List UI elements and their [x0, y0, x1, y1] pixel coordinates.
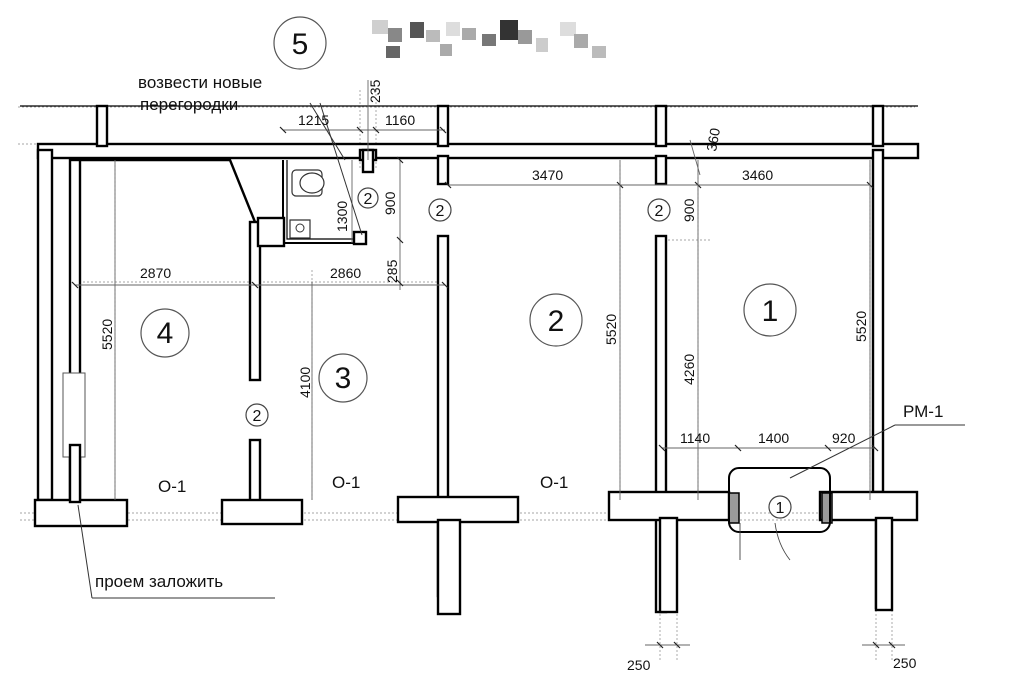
annotations: возвести новые перегородки проем заложит…	[95, 73, 943, 591]
sheet-number: 5	[292, 28, 309, 61]
new-partitions-note-line2: перегородки	[140, 95, 238, 114]
dim-5520-left: 5520	[99, 319, 115, 350]
dim-360: 360	[703, 127, 723, 153]
dim-1160: 1160	[385, 112, 415, 128]
room-2-circle	[529, 293, 583, 347]
window-label: О-1	[332, 473, 360, 492]
room-3-circle	[318, 353, 368, 403]
sheet-number-circle	[273, 16, 327, 70]
dim-1215: 1215	[298, 112, 329, 128]
dim-3470: 3470	[532, 167, 563, 183]
dim-4100: 4100	[297, 367, 313, 398]
dim-900-right: 900	[681, 198, 697, 222]
dimension-labels: 1215 235 1160 360 3470 3460 900 1300 900…	[99, 79, 917, 673]
sink-icon	[289, 219, 311, 239]
callout-leaders	[77, 102, 965, 599]
new-partitions-note-line1: возвести новые	[138, 73, 262, 92]
dim-250-right: 250	[893, 655, 917, 671]
room-1-circle	[743, 283, 797, 337]
partition-tag: 2	[364, 191, 373, 208]
dim-1400: 1400	[758, 430, 789, 446]
dim-2860: 2860	[330, 265, 361, 281]
room-4-circle	[140, 308, 190, 358]
fixtures	[289, 169, 325, 239]
room-2-number: 2	[548, 305, 565, 338]
window-labels: О-1 О-1 О-1	[158, 473, 568, 496]
window-label: О-1	[158, 477, 186, 496]
dim-920: 920	[832, 430, 856, 446]
dim-5520-right: 5520	[853, 311, 869, 342]
toilet-icon	[299, 172, 325, 194]
partition-tags: 2 2 2 2 1	[245, 187, 792, 519]
room-markers: 4 3 2 1 5	[140, 16, 797, 403]
window-label: О-1	[540, 473, 568, 492]
door-rm1-outline	[728, 467, 831, 533]
dim-4260: 4260	[681, 354, 697, 385]
brick-up-opening-note: проем заложить	[95, 572, 223, 591]
dim-235: 235	[367, 79, 383, 103]
dimension-lines	[71, 80, 905, 649]
room-4-number: 4	[157, 317, 174, 350]
room-1-number: 1	[762, 295, 779, 328]
dim-900-left: 900	[382, 191, 398, 215]
dim-3460: 3460	[742, 167, 773, 183]
dim-285: 285	[384, 259, 400, 283]
dim-2870: 2870	[140, 265, 171, 281]
dim-1300: 1300	[334, 201, 350, 232]
room-3-number: 3	[335, 362, 352, 395]
partition-tag: 2	[436, 203, 445, 220]
door-jamb-right	[821, 492, 833, 524]
dim-5520-middle: 5520	[603, 314, 619, 345]
redacted-text-block	[372, 20, 606, 58]
rm-1-label: РМ-1	[903, 402, 943, 421]
partition-tag: 2	[655, 203, 664, 220]
door-swing	[739, 522, 791, 561]
walls	[20, 104, 920, 616]
door-tag: 1	[776, 500, 785, 517]
dim-1140: 1140	[680, 430, 710, 446]
partition-tag: 2	[253, 408, 262, 425]
door-jamb-left	[728, 492, 740, 524]
dim-250-left: 250	[627, 657, 651, 673]
